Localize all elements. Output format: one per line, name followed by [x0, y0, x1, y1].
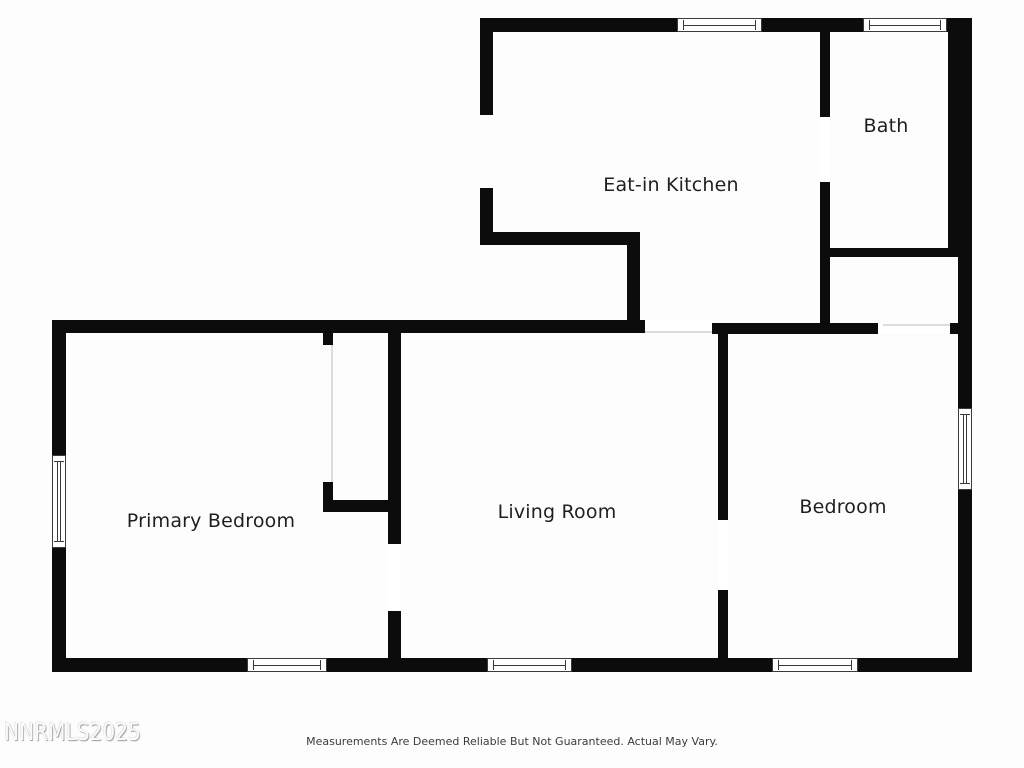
bedroom-right-window-rail: [965, 414, 967, 484]
right-exterior-wall-upper: [948, 18, 972, 257]
back-door-opening: [480, 115, 493, 188]
primary-bottom-window: [247, 658, 327, 672]
primary-closet-door-line: [331, 345, 333, 482]
lower-section-top-wall: [52, 320, 645, 333]
primary-living-divider-upper: [388, 333, 401, 544]
disclaimer-text: Measurements Are Deemed Reliable But Not…: [306, 735, 718, 748]
kitchen-step-vertical-wall: [627, 232, 640, 323]
kitchen-left-wall-upper: [480, 18, 493, 115]
kitchen-living-passage-line: [645, 331, 712, 333]
kitchen-left-wall-lower: [480, 188, 493, 245]
room-label-living-room: Living Room: [497, 501, 617, 523]
bedroom-top-wall-right-stub: [950, 323, 972, 334]
primary-living-divider-lower: [388, 611, 401, 658]
living-bottom-window: [487, 658, 572, 672]
room-label-bath: Bath: [863, 115, 909, 137]
primary-closet-wall-horizontal: [333, 500, 389, 512]
living-bedroom-divider-upper: [718, 333, 728, 520]
living-bottom-window-rail: [493, 665, 566, 666]
bath-top-window-rail: [869, 25, 941, 26]
primary-left-window-pane: [54, 461, 64, 542]
kitchen-bath-wall-lower: [820, 182, 830, 324]
kitchen-step-horizontal-wall: [480, 232, 640, 245]
bedroom-bottom-window-rail: [778, 665, 852, 666]
bedroom-bottom-window: [772, 658, 858, 672]
bedroom-door-opening: [718, 520, 728, 590]
bedroom-right-window-pane: [960, 414, 970, 484]
bedroom-top-wall: [712, 323, 878, 334]
bath-bottom-wall: [828, 248, 958, 257]
kitchen-top-window-rail: [683, 25, 756, 26]
kitchen-living-passage: [645, 320, 712, 333]
bedroom-right-window-rail: [963, 414, 965, 484]
bath-door-opening: [820, 117, 830, 182]
room-label-primary-bedroom: Primary Bedroom: [126, 510, 296, 532]
primary-left-window-rail: [57, 461, 59, 542]
primary-left-window: [52, 455, 66, 548]
bedroom-right-window: [958, 408, 972, 490]
room-label-eat-in-kitchen: Eat-in Kitchen: [603, 174, 739, 196]
primary-bottom-window-rail: [253, 665, 321, 666]
primary-closet-wall-vertical: [323, 482, 333, 512]
living-bedroom-divider-lower: [718, 590, 728, 672]
bedroom-closet-line: [883, 324, 950, 326]
room-label-bedroom: Bedroom: [799, 496, 887, 518]
primary-bedroom-door-opening: [388, 544, 401, 611]
bedroom-closet-opening: [878, 323, 950, 334]
primary-left-window-rail: [59, 461, 61, 542]
bath-top-window: [863, 18, 947, 32]
primary-closet-stub: [323, 333, 333, 345]
kitchen-top-window: [677, 18, 762, 32]
kitchen-bath-wall-upper: [820, 32, 830, 117]
mls-watermark: NNRMLS2025: [4, 718, 141, 746]
